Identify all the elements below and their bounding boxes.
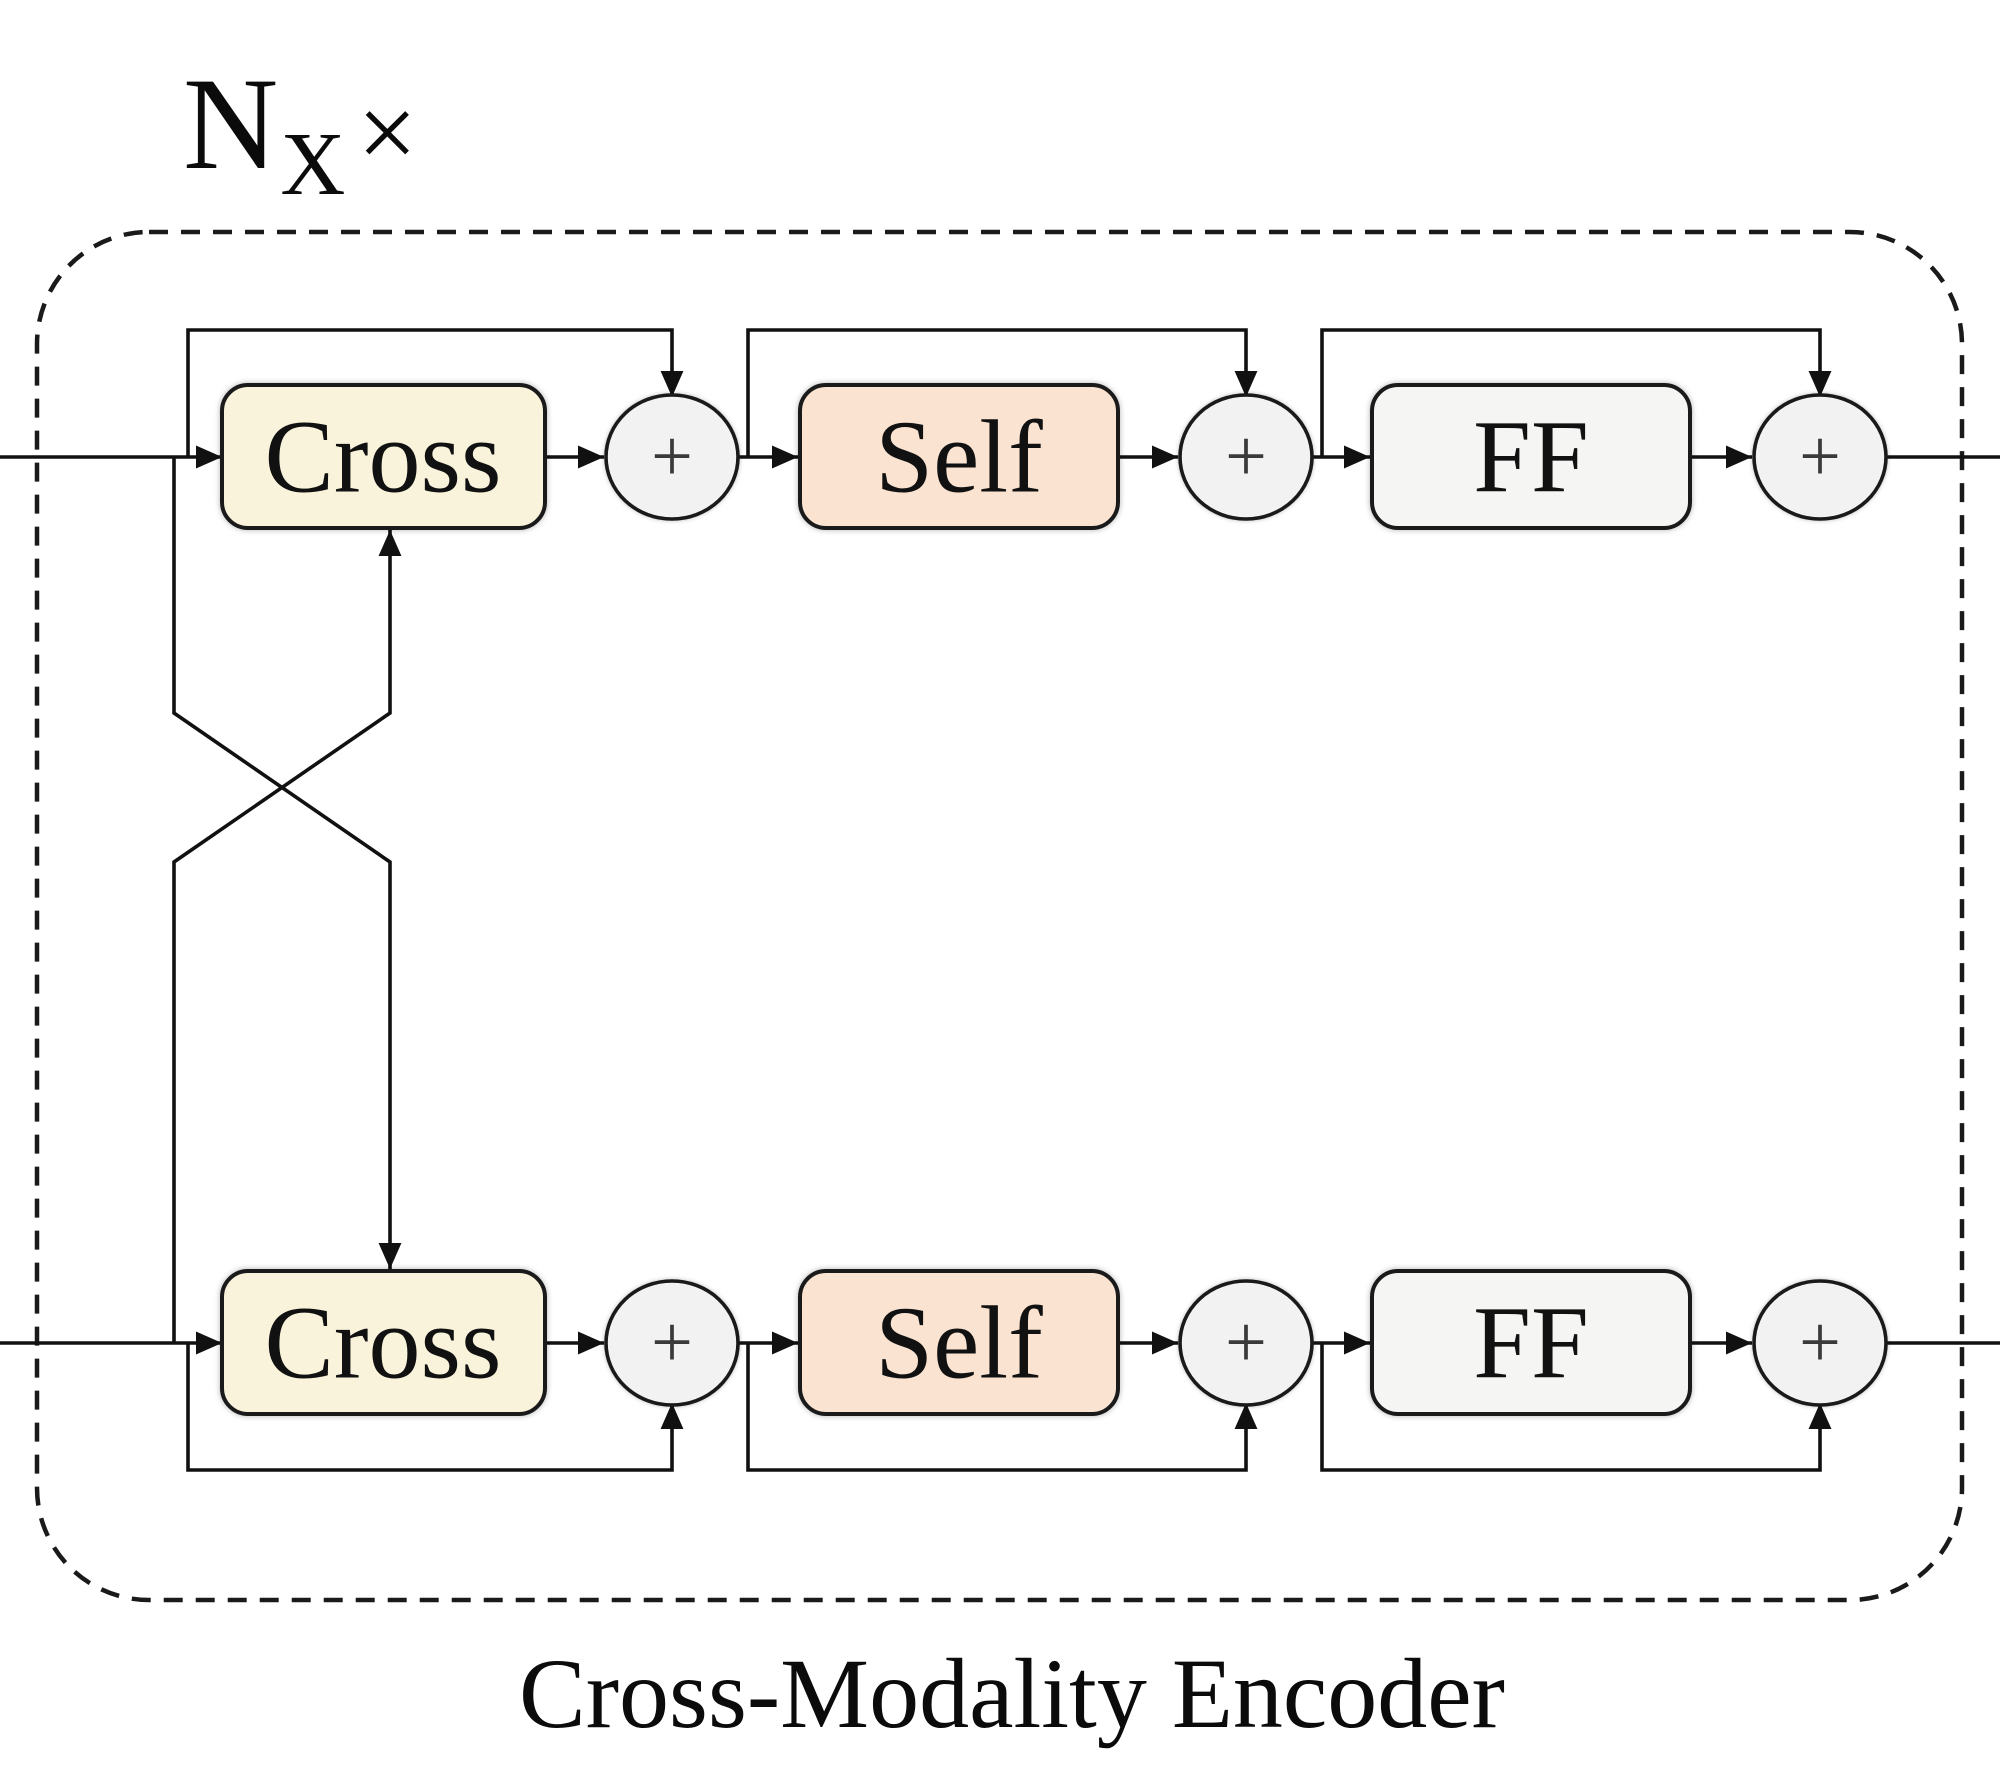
- cross-attention-exchange-wires: [172, 457, 402, 1343]
- top-ff-block: FF: [1370, 383, 1692, 530]
- repeat-subscript: X: [280, 115, 345, 214]
- bottom-cross-block-rect: [220, 1269, 547, 1416]
- top-add-node-3-circle: [1752, 393, 1888, 521]
- bottom-add-node-2: +: [1178, 1279, 1314, 1407]
- plus-icon: +: [1225, 416, 1267, 498]
- bottom-stream-wires: [0, 1331, 2000, 1472]
- top-residual-skip-2: [746, 328, 1258, 457]
- top-to-bottom-cross-wire: [172, 457, 402, 1269]
- top-add-node-3: +: [1752, 393, 1888, 521]
- top-cross-block-label: Cross: [265, 400, 502, 515]
- top-self-block-rect: [798, 383, 1120, 530]
- top-self-block-label: Self: [875, 400, 1043, 515]
- plus-icon: +: [651, 1302, 693, 1384]
- bottom-ff-block-label: FF: [1473, 1286, 1589, 1401]
- top-residual-skip-1: [186, 328, 684, 457]
- multiplication-sign: ×: [357, 74, 417, 191]
- bottom-add-node-1: +: [604, 1279, 740, 1407]
- encoder-boundary: [34, 229, 1965, 1603]
- bottom-cross-block: Cross: [220, 1269, 547, 1416]
- bottom-add-node-3: +: [1752, 1279, 1888, 1407]
- top-add-node-1: +: [604, 393, 740, 521]
- bottom-add-node-2-circle: [1178, 1279, 1314, 1407]
- repeat-count-label: NX×: [183, 50, 417, 214]
- bottom-self-block-rect: [798, 1269, 1120, 1416]
- bottom-cross-block-label: Cross: [265, 1286, 502, 1401]
- bottom-residual-skip-2: [746, 1343, 1258, 1472]
- top-ff-block-rect: [1370, 383, 1692, 530]
- bottom-ff-block-rect: [1370, 1269, 1692, 1416]
- repeat-base: N: [183, 50, 278, 197]
- bottom-add-node-3-circle: [1752, 1279, 1888, 1407]
- bottom-self-block-label: Self: [875, 1286, 1043, 1401]
- top-cross-block: Cross: [220, 383, 547, 530]
- top-self-block: Self: [798, 383, 1120, 530]
- plus-icon: +: [1225, 1302, 1267, 1384]
- bottom-self-block: Self: [798, 1269, 1120, 1416]
- top-stream-wires: [0, 328, 2000, 469]
- top-residual-skip-3: [1320, 328, 1832, 457]
- top-cross-block-rect: [220, 383, 547, 530]
- top-add-node-2-circle: [1178, 393, 1314, 521]
- top-ff-block-label: FF: [1473, 400, 1589, 515]
- figure-caption: Cross-Modality Encoder: [519, 1638, 1505, 1749]
- bottom-to-top-cross-wire: [172, 530, 402, 1343]
- plus-icon: +: [651, 416, 693, 498]
- plus-icon: +: [1799, 416, 1841, 498]
- bottom-residual-skip-1: [186, 1343, 684, 1472]
- bottom-ff-block: FF: [1370, 1269, 1692, 1416]
- plus-icon: +: [1799, 1302, 1841, 1384]
- bottom-add-node-1-circle: [604, 1279, 740, 1407]
- top-add-node-1-circle: [604, 393, 740, 521]
- bottom-residual-skip-3: [1320, 1343, 1832, 1472]
- top-add-node-2: +: [1178, 393, 1314, 521]
